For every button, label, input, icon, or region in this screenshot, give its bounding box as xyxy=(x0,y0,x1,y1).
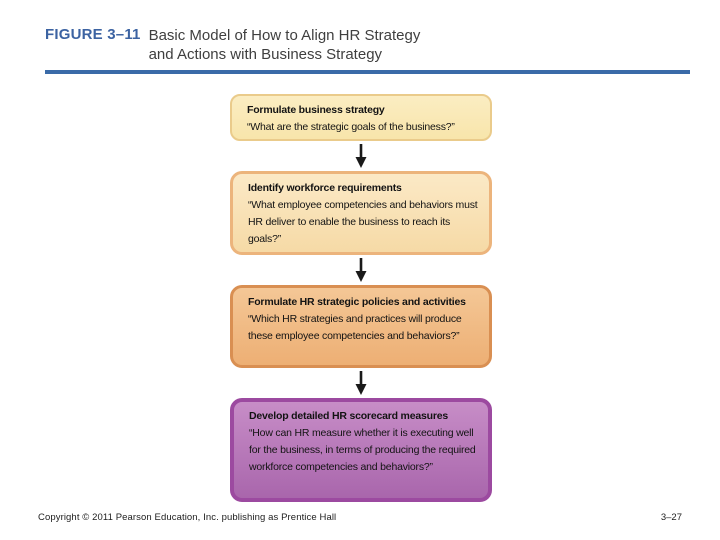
flow-connector xyxy=(353,368,369,398)
slide-title-line1: Basic Model of How to Align HR Strategy xyxy=(148,27,421,44)
down-arrow-icon xyxy=(355,258,367,282)
flow-step-identify-workforce-requirements: Identify workforce requirements “What em… xyxy=(230,171,492,255)
step-question: “Which HR strategies and practices will … xyxy=(248,313,462,342)
flow-step-develop-hr-scorecard-measures: Develop detailed HR scorecard measures “… xyxy=(230,398,492,502)
step-title: Formulate business strategy xyxy=(247,104,385,116)
flowchart: Formulate business strategy “What are th… xyxy=(230,94,492,502)
flow-step-formulate-hr-policies-activities: Formulate HR strategic policies and acti… xyxy=(230,285,492,368)
flow-step-formulate-business-strategy: Formulate business strategy “What are th… xyxy=(230,94,492,141)
slide-title: Basic Model of How to Align HR Strategy … xyxy=(149,26,421,64)
down-arrow-icon xyxy=(355,144,367,168)
slide-title-line2: and Actions with Business Strategy xyxy=(148,46,383,63)
flow-connector xyxy=(353,141,369,171)
figure-label: FIGURE 3–11 xyxy=(45,26,141,43)
copyright-text: Copyright © 2011 Pearson Education, Inc.… xyxy=(38,512,337,523)
step-title: Identify workforce requirements xyxy=(248,182,402,194)
step-question: “How can HR measure whether it is execut… xyxy=(249,427,476,473)
down-arrow-icon xyxy=(355,371,367,395)
page-number: 3–27 xyxy=(660,512,682,523)
flow-connector xyxy=(353,255,369,285)
step-title: Formulate HR strategic policies and acti… xyxy=(248,296,466,308)
title-divider-rule xyxy=(45,70,690,74)
step-title: Develop detailed HR scorecard measures xyxy=(249,410,448,422)
step-question: “What employee competencies and behavior… xyxy=(248,199,478,245)
slide-header: FIGURE 3–11 Basic Model of How to Align … xyxy=(45,26,420,64)
step-question: “What are the strategic goals of the bus… xyxy=(247,121,455,133)
